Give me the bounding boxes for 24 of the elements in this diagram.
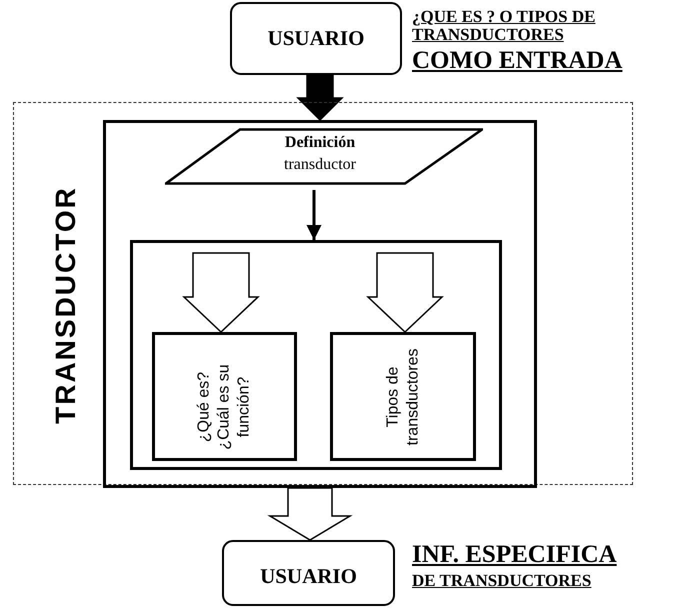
box-label: Tipos de transductores [383, 347, 422, 448]
system-boundary [13, 102, 633, 485]
process-box [330, 332, 476, 461]
process-box [152, 332, 297, 461]
side-note: INF. ESPECIFICA [412, 542, 618, 568]
input-label: transductor [283, 156, 357, 174]
boundary-title: TRANSDUCTOR [50, 185, 82, 426]
process-box [103, 120, 537, 488]
input-parallelogram [165, 128, 483, 185]
user-box [222, 540, 395, 606]
block-arrow [296, 74, 344, 122]
arrow [306, 190, 322, 240]
box-label: USUARIO [266, 26, 366, 51]
side-note: DE TRANSDUCTORES [412, 572, 592, 590]
block-arrow [366, 252, 444, 334]
block-arrow [267, 487, 353, 541]
side-note: ¿QUE ES ? O TIPOS DE TRANSDUCTORES [412, 8, 596, 44]
side-note: COMO ENTRADA [412, 48, 624, 74]
block-arrow [182, 252, 260, 334]
input-heading: Definición [284, 134, 356, 152]
process-box [130, 240, 502, 470]
box-label: ¿Qué es? ¿Cuál es su función? [194, 362, 254, 452]
box-label: USUARIO [259, 564, 358, 589]
user-box [230, 2, 402, 75]
